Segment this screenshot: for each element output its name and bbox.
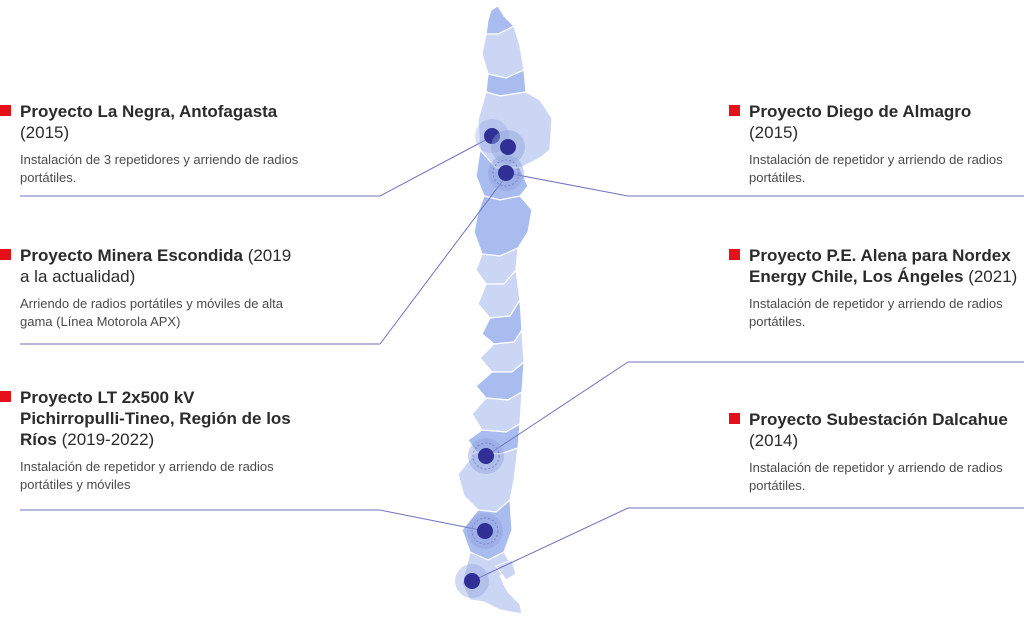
square-bullet-icon bbox=[0, 249, 11, 260]
location-dot-icon-almagro bbox=[488, 155, 524, 191]
region-antofagasta bbox=[477, 91, 553, 169]
connector-lt-diagonal bbox=[379, 509, 486, 532]
project-description: Instalación de 3 repetidores y arriendo … bbox=[20, 152, 299, 185]
location-dot-icon-escondida bbox=[491, 130, 525, 164]
project-description: Instalación de repetidor y arriendo de r… bbox=[749, 152, 1003, 185]
location-dot-icon-dalcahue bbox=[455, 564, 489, 598]
connector-lines bbox=[20, 135, 1024, 582]
connector-escondida-diagonal bbox=[379, 174, 508, 345]
connector-dalcahue-diagonal bbox=[471, 507, 629, 582]
square-bullet-icon bbox=[729, 105, 740, 116]
project-year: (2019 a la actualidad) bbox=[20, 246, 292, 286]
project-title: Proyecto Diego de Almagro (2015) bbox=[729, 101, 1019, 143]
project-subestacion-dalcahue: Proyecto Subestación Dalcahue (2014) Ins… bbox=[729, 409, 1019, 495]
project-name: Proyecto Diego de Almagro bbox=[749, 102, 972, 121]
project-diego-de-almagro: Proyecto Diego de Almagro (2015) Instala… bbox=[729, 101, 1019, 187]
project-year: (2014) bbox=[749, 431, 799, 450]
square-bullet-icon bbox=[729, 249, 740, 260]
project-title: Proyecto Minera Escondida (2019 a la act… bbox=[0, 245, 300, 287]
project-year: (2019-2022) bbox=[61, 430, 155, 449]
region-tierra-del-fuego bbox=[495, 559, 517, 581]
connector-la-negra-diagonal bbox=[379, 135, 494, 197]
square-bullet-icon bbox=[729, 413, 740, 424]
location-dot-icon-alena bbox=[468, 438, 504, 474]
project-description: Instalación de repetidor y arriendo de r… bbox=[20, 459, 274, 492]
project-title: Proyecto P.E. Alena para Nordex Energy C… bbox=[729, 245, 1019, 287]
project-name: Proyecto LT 2x500 kV Pichirropulli-Tineo… bbox=[20, 388, 291, 449]
square-bullet-icon bbox=[0, 105, 11, 116]
project-title: Proyecto LT 2x500 kV Pichirropulli-Tineo… bbox=[0, 387, 300, 450]
project-name: Proyecto Subestación Dalcahue bbox=[749, 410, 1008, 429]
project-la-negra: Proyecto La Negra, Antofagasta (2015) In… bbox=[0, 101, 300, 187]
project-title: Proyecto Subestación Dalcahue (2014) bbox=[729, 409, 1019, 451]
project-year: (2021) bbox=[968, 267, 1018, 286]
project-year: (2015) bbox=[749, 123, 799, 142]
project-minera-escondida: Proyecto Minera Escondida (2019 a la act… bbox=[0, 245, 300, 331]
project-title: Proyecto La Negra, Antofagasta (2015) bbox=[0, 101, 300, 143]
project-description: Instalación de repetidor y arriendo de r… bbox=[749, 296, 1003, 329]
location-dot-icon-lt-tineo bbox=[467, 513, 503, 549]
project-name: Proyecto Minera Escondida bbox=[20, 246, 243, 265]
map-regions bbox=[457, 5, 553, 615]
project-name: Proyecto La Negra, Antofagasta bbox=[20, 102, 278, 121]
region-coquimbo bbox=[473, 195, 533, 257]
project-year: (2015) bbox=[20, 123, 70, 142]
location-markers bbox=[455, 119, 525, 598]
project-name: Proyecto P.E. Alena para Nordex Energy C… bbox=[749, 246, 1011, 286]
project-lt-pichirropulli-tineo: Proyecto LT 2x500 kV Pichirropulli-Tineo… bbox=[0, 387, 300, 494]
square-bullet-icon bbox=[0, 391, 11, 402]
project-description: Arriendo de radios portátiles y móviles … bbox=[20, 296, 284, 329]
region-tarapaca bbox=[481, 25, 525, 79]
project-pe-alena: Proyecto P.E. Alena para Nordex Energy C… bbox=[729, 245, 1019, 331]
connector-almagro-diagonal bbox=[506, 172, 629, 197]
connector-alena-diagonal bbox=[485, 361, 629, 457]
project-description: Instalación de repetidor y arriendo de r… bbox=[749, 460, 1003, 493]
